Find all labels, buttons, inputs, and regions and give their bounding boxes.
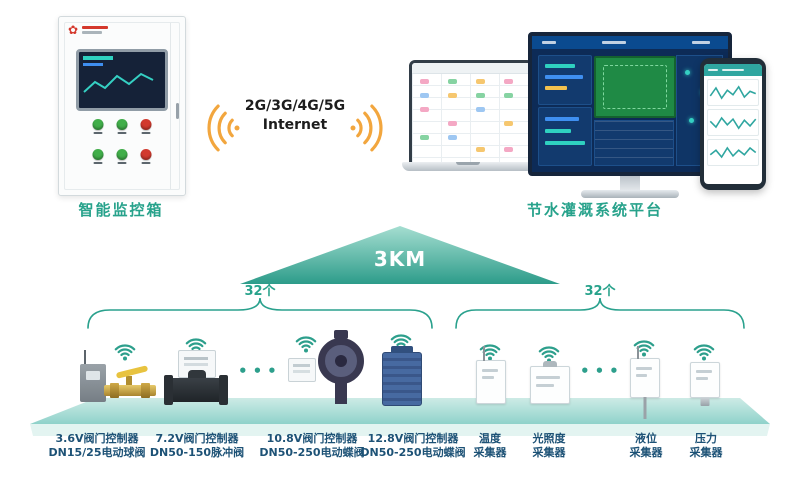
cabinet-label: 智能监控箱 [78, 201, 164, 219]
green-indicator-button [92, 149, 104, 160]
ellipsis-more-sensors: ••• [580, 362, 624, 380]
green-indicator-button [92, 119, 104, 130]
liquid-level-sensor [630, 346, 660, 398]
light-intensity-sensor [530, 366, 570, 404]
wifi-signal-icon [112, 340, 138, 362]
valve-controller-10v8 [288, 358, 316, 382]
wifi-signal-icon [477, 340, 503, 362]
device-label-butterfly-valve-1: 10.8V阀门控制器 DN50-250电动蝶阀 [259, 432, 365, 459]
device-label-pulse-valve: 7.2V阀门控制器 DN50-150脉冲阀 [149, 432, 245, 459]
laptop-base [402, 162, 534, 171]
network-internet: Internet [262, 117, 328, 133]
butterfly-valve-actuator [334, 330, 348, 339]
right-group-brace [455, 297, 745, 329]
monitor-stand-base [581, 190, 679, 198]
coverage-triangle [240, 226, 560, 284]
indicator-button-row-1 [92, 119, 152, 134]
dashboard-data-table [594, 120, 674, 166]
wifi-signal-icon [293, 332, 319, 354]
ellipsis-more-devices: ••• [238, 362, 282, 380]
hmi-chart-icon [83, 56, 154, 93]
right-group-count: 32个 [584, 284, 616, 299]
left-group-count: 32个 [244, 284, 276, 299]
cabinet-handle [176, 103, 179, 119]
temperature-sensor [476, 346, 506, 404]
desktop-monitor [528, 32, 732, 198]
network-generations: 2G/3G/4G/5G [244, 98, 346, 114]
electric-ball-valve [104, 383, 156, 398]
pulse-valve-body [164, 375, 228, 405]
device-label-temperature: 温度 采集器 [473, 432, 507, 459]
green-indicator-button [116, 149, 128, 160]
flower-logo-icon: ✿ [68, 23, 79, 37]
cabinet-hmi-screen [76, 49, 168, 111]
dashboard-title-bar [532, 36, 728, 49]
phone-app-header [704, 64, 762, 76]
phone-app-screen [704, 64, 762, 184]
wifi-signal-icon [631, 336, 657, 358]
device-platform [30, 398, 770, 436]
red-indicator-button [140, 119, 152, 130]
left-group-brace [87, 297, 433, 329]
red-indicator-button [140, 149, 152, 160]
valve-controller-3v6 [80, 350, 106, 402]
pulse-valve-bonnet [188, 370, 206, 380]
circuit-board-image [594, 56, 676, 118]
monitor-stand-neck [620, 175, 640, 190]
device-label-liquid-level: 液位 采集器 [629, 432, 663, 459]
device-label-ball-valve: 3.6V阀门控制器 DN15/25电动球阀 [48, 432, 146, 459]
laptop-screen-spreadsheet [409, 60, 533, 170]
device-label-butterfly-valve-2: 12.8V阀门控制器 DN50-250电动蝶阀 [360, 432, 466, 459]
network-text: 2G/3G/4G/5G Internet [238, 97, 352, 135]
cabinet-door-panel [64, 22, 180, 190]
phone-chart-row [707, 109, 759, 136]
phone-chart-row [707, 139, 759, 166]
wifi-signal-icon [691, 340, 717, 362]
control-cabinet: ✿ [58, 16, 186, 196]
butterfly-valve-stem [335, 381, 347, 404]
monitor-dashboard-screen [528, 32, 732, 176]
phone-chart-row [707, 79, 759, 106]
platform-label: 节水灌溉系统平台 [526, 201, 663, 219]
device-label-pressure: 压力 采集器 [689, 432, 723, 459]
device-label-light: 光照度 采集器 [532, 432, 566, 459]
coverage-distance-label: 3KM [373, 247, 427, 271]
spreadsheet-header [412, 63, 530, 74]
logo-text-bars [82, 26, 109, 34]
ball-valve-handle [115, 365, 149, 379]
laptop [402, 60, 534, 182]
pressure-sensor [690, 362, 720, 398]
valve-controller-12v8 [382, 352, 422, 406]
dashboard-panel-left-top [538, 55, 592, 105]
cabinet-brand-logo: ✿ [68, 23, 109, 37]
cabinet-door-seam [170, 23, 171, 189]
smartphone [700, 58, 766, 190]
electric-butterfly-valve [318, 338, 364, 384]
dashboard-panel-left-bottom [538, 107, 592, 166]
ball-valve-stem [126, 376, 132, 386]
radio-waves-icon [207, 104, 383, 152]
indicator-button-row-2 [92, 149, 152, 164]
green-indicator-button [116, 119, 128, 130]
